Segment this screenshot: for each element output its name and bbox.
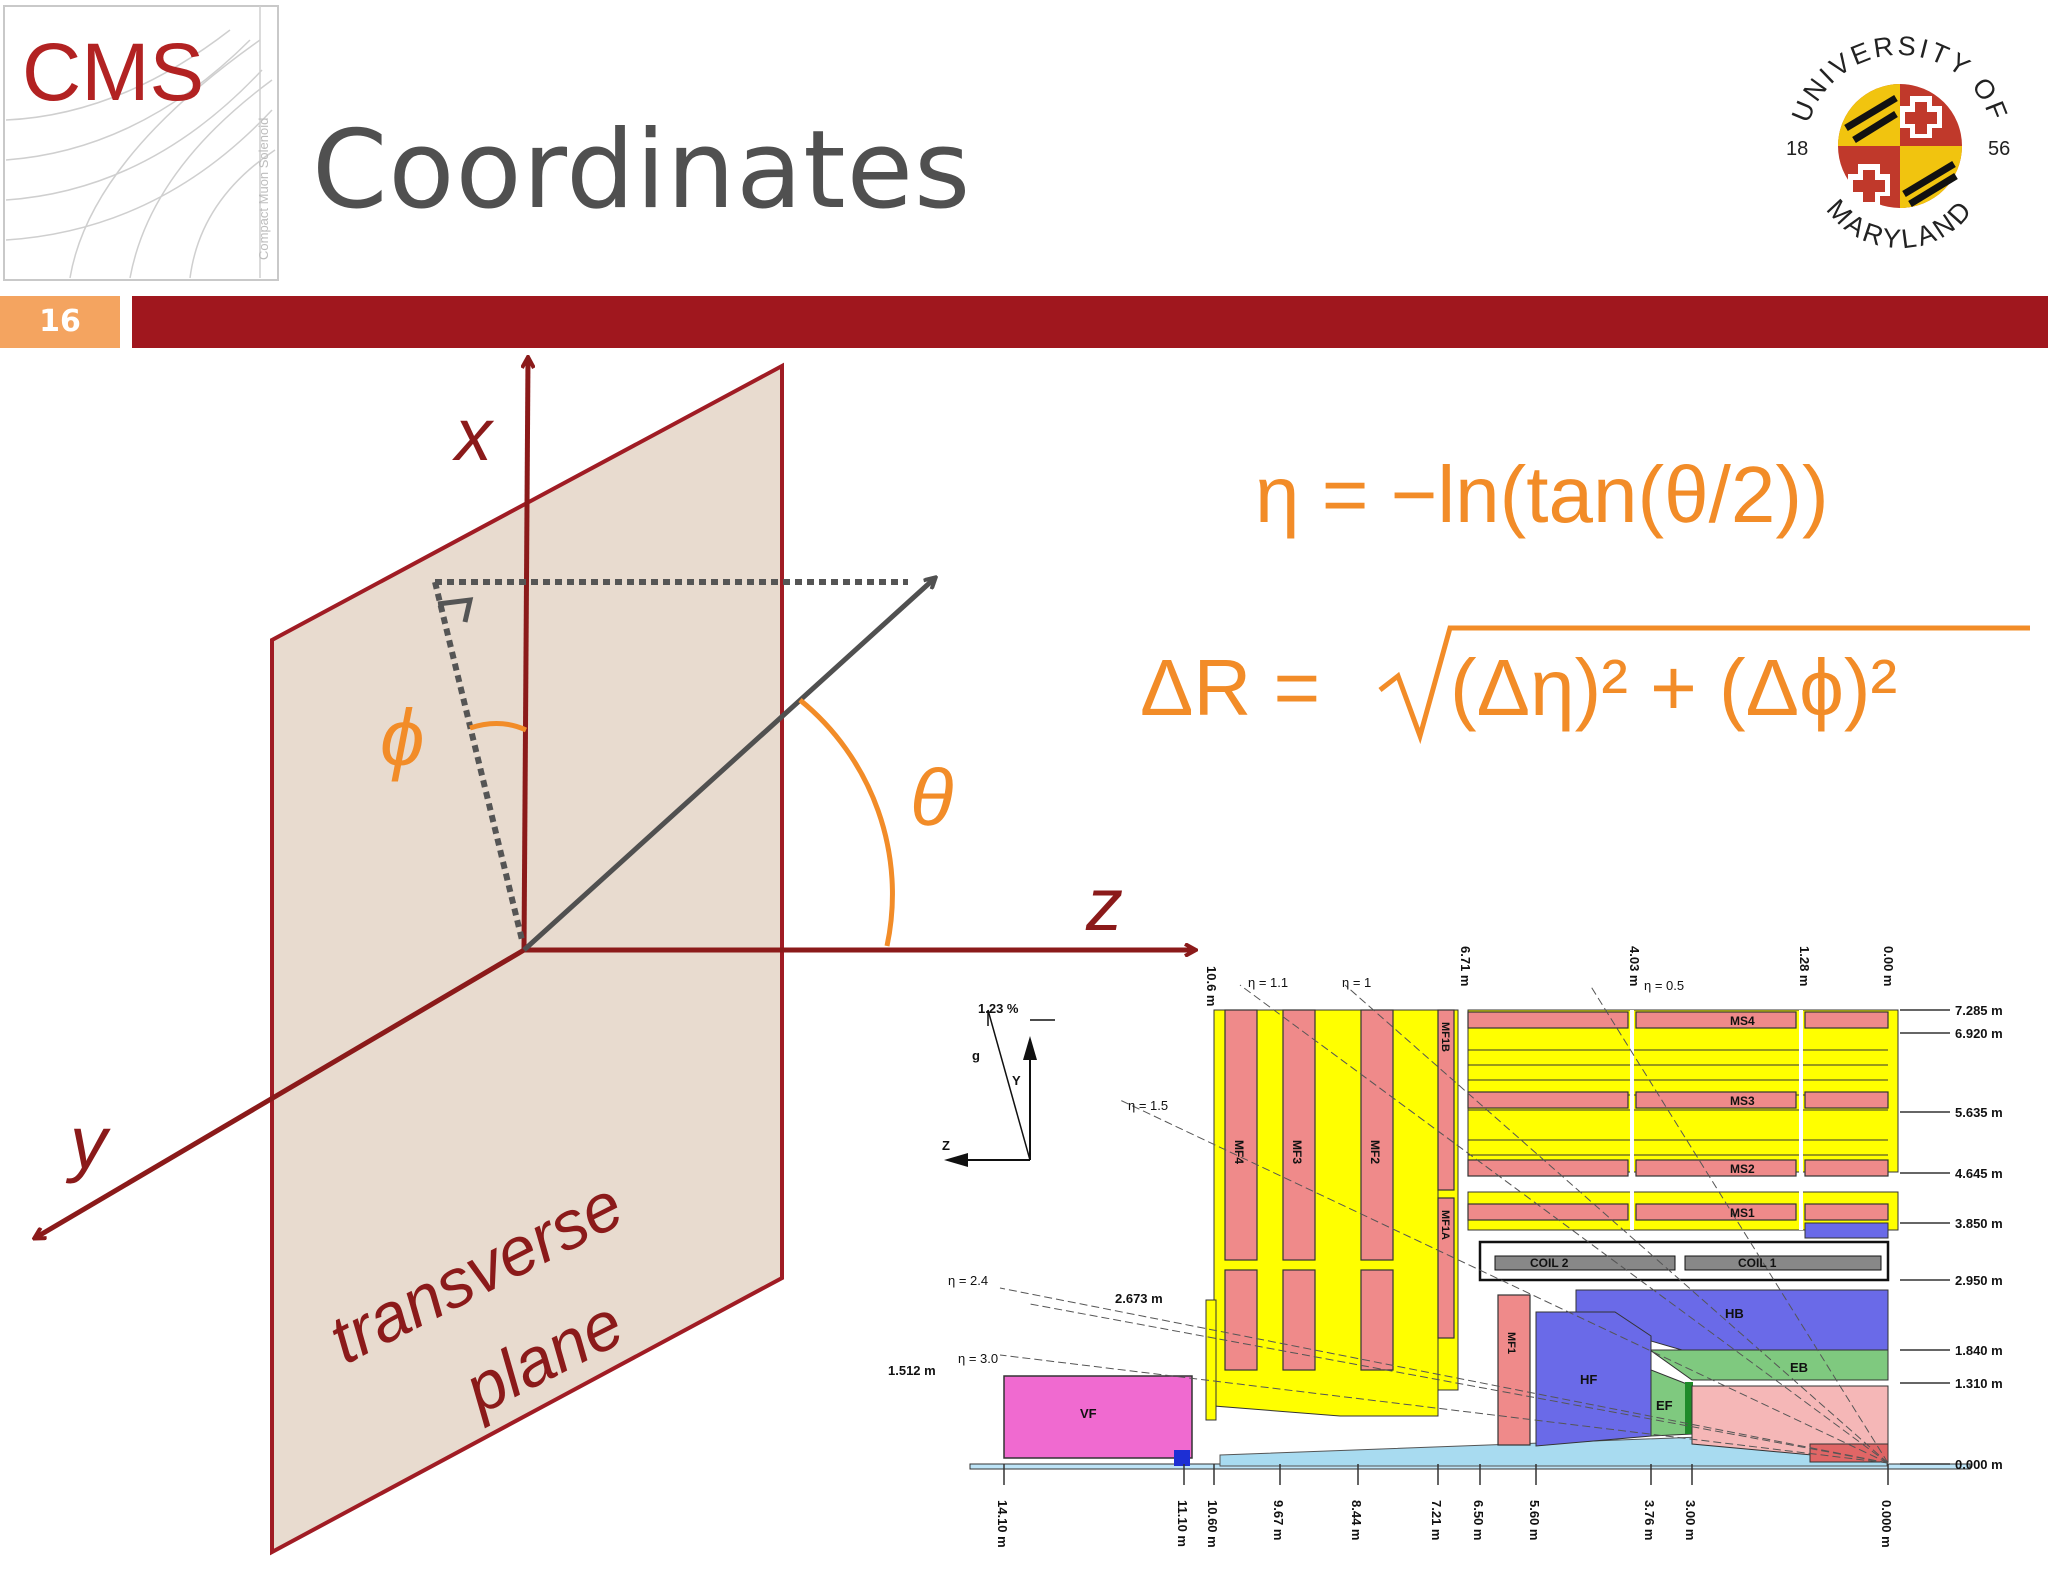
projection-dotted-lines bbox=[432, 579, 908, 941]
phi-arc bbox=[469, 721, 528, 733]
height-label-2950: 2.950 m bbox=[1955, 1273, 2003, 1288]
Y-label: Y bbox=[1012, 1073, 1021, 1088]
coil1-label: COIL 1 bbox=[1738, 1256, 1777, 1270]
top-dist-128: 1.28 m bbox=[1797, 946, 1812, 986]
umd-seal-logo: UNIVERSITY OF MARYLAND 18 56 bbox=[1786, 31, 2011, 255]
angle-label: 1.23 % bbox=[978, 1001, 1019, 1016]
top-dist-403: 4.03 m bbox=[1627, 946, 1642, 986]
bottom-dist-967: 9.67 m bbox=[1271, 1500, 1286, 1540]
eb-block bbox=[1648, 1349, 1889, 1381]
eta-equation: η = −ln(tan(θ/2)) bbox=[1255, 450, 1829, 539]
vector-arrow bbox=[522, 578, 935, 952]
mf4-label: MF4 bbox=[1232, 1140, 1246, 1164]
bottom-dist-650: 6.50 m bbox=[1471, 1500, 1486, 1540]
phi-label: ϕ bbox=[380, 693, 425, 782]
axis-y-label: y bbox=[65, 1101, 111, 1184]
cms-logo: CMS Compact Muon Solenoid bbox=[3, 5, 279, 281]
vf-label: VF bbox=[1080, 1406, 1097, 1421]
coil2-label: COIL 2 bbox=[1530, 1256, 1569, 1270]
hf-label: HF bbox=[1580, 1372, 1597, 1387]
bottom-dist-844: 8.44 m bbox=[1349, 1500, 1364, 1540]
page-title: Coordinates bbox=[312, 108, 972, 233]
bottom-dist-1410: 14.10 m bbox=[995, 1500, 1010, 1548]
Z-label: Z bbox=[942, 1138, 950, 1153]
eta-label-11: η = 1.1 bbox=[1248, 975, 1288, 990]
delta-r-lhs: ΔR = bbox=[1140, 643, 1320, 732]
height-label-0000: 0.000 m bbox=[1955, 1457, 2003, 1472]
cms-logo-text: CMS bbox=[22, 27, 204, 118]
vf-block bbox=[1003, 1375, 1193, 1459]
seal-year-left: 18 bbox=[1786, 138, 1808, 160]
slide-number: 16 bbox=[0, 296, 120, 348]
axis-z-label: z bbox=[1085, 863, 1123, 946]
header-rule bbox=[132, 296, 2048, 348]
axis-x-arrow bbox=[524, 358, 528, 951]
ms2-label: MS2 bbox=[1730, 1162, 1755, 1176]
axis-x-label: x bbox=[452, 393, 495, 476]
eta-label-1: η = 1 bbox=[1342, 975, 1371, 990]
height-label-1310: 1.310 m bbox=[1955, 1376, 2003, 1391]
axis-y-arrow bbox=[35, 947, 526, 1238]
bottom-dist-1060: 10.60 m bbox=[1205, 1500, 1220, 1548]
height-label-4645: 4.645 m bbox=[1955, 1166, 2003, 1181]
bottom-dist-721: 7.21 m bbox=[1429, 1500, 1444, 1540]
ms1-label: MS1 bbox=[1730, 1206, 1755, 1220]
top-dist-000: 0.00 m bbox=[1881, 946, 1896, 986]
bottom-dist-376: 3.76 m bbox=[1642, 1500, 1657, 1540]
mf3-label: MF3 bbox=[1290, 1140, 1304, 1164]
mf1b-label: MF1B bbox=[1439, 1022, 1451, 1052]
theta-arc bbox=[798, 698, 895, 947]
top-dist-106: 10.6 m bbox=[1204, 966, 1219, 1006]
eb-label: EB bbox=[1790, 1360, 1808, 1375]
height-label-1840: 1.840 m bbox=[1955, 1343, 2003, 1358]
height-label-6920: 6.920 m bbox=[1955, 1026, 2003, 1041]
maryland-flag-shield-icon bbox=[1838, 84, 1962, 208]
height-label-3850: 3.850 m bbox=[1955, 1216, 2003, 1231]
top-dist-671: 6.71 m bbox=[1458, 946, 1473, 986]
ms4-label: MS4 bbox=[1730, 1014, 1755, 1028]
ef-label: EF bbox=[1656, 1398, 1673, 1413]
mf1-label: MF1 bbox=[1505, 1332, 1517, 1354]
height-label-5635: 5.635 m bbox=[1955, 1105, 2003, 1120]
mf2-label: MF2 bbox=[1368, 1140, 1382, 1164]
bottom-dist-560: 5.60 m bbox=[1527, 1500, 1542, 1540]
transverse-plane bbox=[270, 362, 784, 1556]
bottom-dist-300: 3.00 m bbox=[1683, 1500, 1698, 1540]
eta-label-05: η = 0.5 bbox=[1644, 978, 1684, 993]
label-1512: 1.512 m bbox=[888, 1363, 936, 1378]
eta-label-24: η = 2.4 bbox=[948, 1273, 988, 1288]
seal-year-right: 56 bbox=[1988, 138, 2010, 160]
bottom-dist-1110: 11.10 m bbox=[1175, 1500, 1190, 1547]
sqrt-sign bbox=[1378, 625, 2030, 745]
g-label: g bbox=[972, 1048, 980, 1063]
eta-label-15: η = 1.5 bbox=[1128, 1098, 1168, 1113]
cms-logo-subtitle: Compact Muon Solenoid bbox=[256, 118, 271, 260]
right-angle-marker bbox=[437, 597, 474, 623]
detector-diagram: 7.285 m 6.920 m 5.635 m 4.645 m 3.850 m … bbox=[888, 946, 2003, 1548]
hb-label: HB bbox=[1725, 1306, 1744, 1321]
mf1a-label: MF1A bbox=[1439, 1210, 1451, 1240]
eta-label-30: η = 3.0 bbox=[958, 1351, 998, 1366]
bottom-dist-0000: 0.000 m bbox=[1879, 1500, 1894, 1548]
label-2673: 2.673 m bbox=[1115, 1291, 1163, 1306]
height-label-7285: 7.285 m bbox=[1955, 1003, 2003, 1018]
ms3-label: MS3 bbox=[1730, 1094, 1755, 1108]
delta-r-radicand: (Δη)² + (Δϕ)² bbox=[1450, 643, 1897, 732]
theta-label: θ bbox=[910, 753, 953, 842]
